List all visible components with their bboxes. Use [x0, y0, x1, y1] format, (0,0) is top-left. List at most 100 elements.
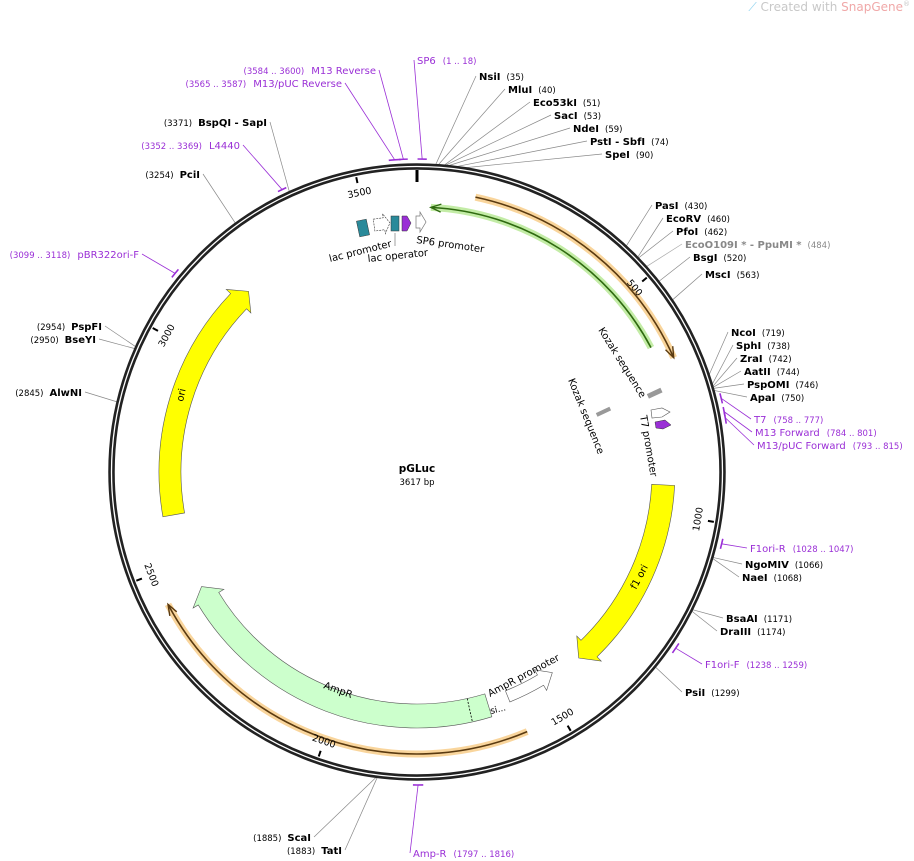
enzyme-position: (430) — [684, 202, 707, 212]
ori-feature[interactable] — [158, 289, 252, 518]
tick-mark — [135, 577, 143, 582]
enzyme-name: EcoO109I * - PpuMI * — [685, 240, 802, 251]
enzyme-site-label[interactable]: (1883)TatI — [287, 846, 342, 857]
primer-label[interactable]: T7(758 .. 777) — [753, 415, 823, 426]
enzyme-leader-line — [448, 127, 571, 166]
ampr-feature[interactable] — [192, 586, 493, 729]
primer-leader-line — [675, 647, 703, 665]
enzyme-site-label[interactable]: (3371)BspQI - SapI — [164, 118, 267, 129]
enzyme-name: Eco53kI — [533, 98, 577, 109]
enzyme-site-label[interactable]: PspOMI(746) — [747, 380, 818, 391]
enzyme-site-label[interactable]: Eco53kI(51) — [533, 98, 600, 109]
enzyme-site-label[interactable]: SpeI(90) — [605, 150, 653, 161]
enzyme-site-label[interactable]: NaeI(1068) — [742, 573, 802, 584]
tick-mark — [707, 519, 715, 523]
kozak-orf-top-arrow[interactable] — [474, 193, 677, 360]
primer-leader-line — [724, 417, 755, 446]
enzyme-site-label[interactable]: NdeI(59) — [573, 124, 622, 135]
enzyme-site-label[interactable]: (2954)PspFI — [37, 322, 102, 333]
enzyme-site-label[interactable]: SphI(738) — [736, 341, 790, 352]
kozak-shape-2[interactable] — [595, 406, 612, 417]
enzyme-name: AatII — [744, 367, 771, 378]
enzyme-site-label[interactable]: SacI(53) — [554, 111, 601, 122]
enzyme-site-label[interactable]: PstI - SbfI(74) — [590, 137, 669, 148]
enzyme-name: BsgI — [693, 253, 717, 264]
enzyme-site-label[interactable]: (1885)ScaI — [253, 833, 311, 844]
t7-promoter-shape[interactable] — [650, 407, 671, 419]
sp6-promoter-shape[interactable] — [415, 210, 427, 234]
enzyme-leader-line — [692, 609, 724, 619]
primer-label[interactable]: Amp-R(1797 .. 1816) — [413, 849, 514, 860]
primer-label[interactable]: (3565 .. 3587)M13/pUC Reverse — [186, 79, 342, 90]
primer-label[interactable]: SP6(1 .. 18) — [417, 56, 476, 67]
primer-binding-mark — [277, 186, 287, 193]
enzyme-site-label[interactable]: NcoI(719) — [731, 328, 785, 339]
primer-leader-line — [721, 543, 748, 549]
enzyme-leader-line — [435, 75, 477, 165]
tick-mark — [566, 725, 572, 732]
enzyme-position: (563) — [737, 271, 760, 281]
enzyme-site-label[interactable]: EcoO109I * - PpuMI *(484) — [685, 240, 830, 251]
lac-promoter-shape[interactable] — [372, 212, 392, 235]
enzyme-site-label[interactable]: ApaI(750) — [750, 393, 804, 404]
tick-label: 3500 — [347, 186, 373, 202]
primer-label[interactable]: M13/pUC Forward(793 .. 815) — [757, 441, 903, 452]
enzyme-name: NsiI — [479, 72, 500, 83]
enzyme-site-label[interactable]: NgoMIV(1066) — [745, 560, 823, 571]
enzyme-name: NgoMIV — [745, 560, 789, 571]
primer-label[interactable]: F1ori-R(1028 .. 1047) — [750, 544, 853, 555]
primer-range: (3584 .. 3600) — [244, 67, 305, 77]
enzyme-site-label[interactable]: MluI(40) — [508, 85, 556, 96]
enzyme-site-label[interactable]: MscI(563) — [705, 270, 759, 281]
ampr-promoter-feature[interactable] — [505, 669, 553, 703]
enzyme-position: (462) — [704, 228, 727, 238]
enzyme-leader-line — [625, 204, 653, 247]
tick-mark — [641, 276, 648, 283]
enzyme-leader-line — [98, 338, 135, 349]
enzyme-site-label[interactable]: EcoRV(460) — [666, 214, 730, 225]
enzyme-name: PstI - SbfI — [590, 137, 645, 148]
enzyme-leader-line — [202, 173, 236, 224]
primer-leader-line — [723, 411, 753, 433]
enzyme-site-label[interactable]: AatII(744) — [744, 367, 800, 378]
plasmid-name: pGLuc — [399, 463, 436, 475]
ampr-orf-arrow[interactable] — [164, 602, 529, 758]
enzyme-site-label[interactable]: DraIII(1174) — [720, 627, 785, 638]
f1-ori-feature[interactable] — [576, 483, 675, 662]
enzyme-leader-line — [344, 777, 378, 851]
t7-primer-shape[interactable] — [654, 419, 672, 430]
enzyme-leader-line — [104, 325, 136, 347]
enzyme-site-label[interactable]: PsiI(1299) — [685, 688, 740, 699]
enzyme-leader-line — [638, 230, 674, 259]
enzyme-site-label[interactable]: (2950)BseYI — [30, 335, 96, 346]
labels: NsiI(35) MluI(40) Eco53kI(51) SacI(53) NdeI(… — [10, 56, 903, 860]
enzyme-name: TatI — [321, 846, 342, 857]
primer-label[interactable]: F1ori-F(1238 .. 1259) — [705, 660, 807, 671]
enzyme-site-label[interactable]: NsiI(35) — [479, 72, 524, 83]
tick-label: 1500 — [550, 707, 576, 729]
enzyme-site-label[interactable]: BsgI(520) — [693, 253, 746, 264]
primer-label[interactable]: (3352 .. 3369)L4440 — [141, 141, 240, 152]
primer-leader-line — [344, 82, 396, 161]
primer-name: M13 Reverse — [311, 66, 376, 77]
enzyme-site-label[interactable]: BsaAI(1171) — [726, 614, 792, 625]
primer-range: (793 .. 815) — [853, 442, 903, 452]
enzyme-site-label[interactable]: PfoI(462) — [676, 227, 727, 238]
m13-rev-shape[interactable] — [401, 215, 412, 232]
lac-operator-shape[interactable] — [390, 215, 400, 232]
primer-label[interactable]: M13 Forward(784 .. 801) — [755, 428, 877, 439]
enzyme-position: (719) — [762, 329, 785, 339]
enzyme-site-label[interactable]: (2845)AlwNI — [15, 388, 82, 399]
cap-binding-site-shape[interactable] — [356, 218, 370, 238]
primer-label[interactable]: (3099 .. 3118)pBR322ori-F — [10, 250, 140, 261]
enzyme-site-label[interactable]: (3254)PciI — [145, 170, 200, 181]
enzyme-site-label[interactable]: ZraI(742) — [740, 354, 792, 365]
primer-range: (3099 .. 3118) — [10, 251, 71, 261]
primer-range: (784 .. 801) — [827, 429, 877, 439]
enzyme-site-label[interactable]: PasI(430) — [655, 201, 707, 212]
enzyme-position: (3254) — [145, 171, 173, 181]
kozak-shape-1[interactable] — [646, 387, 663, 399]
sp6-transcript-arrow[interactable] — [428, 203, 655, 350]
tick-label: 2500 — [141, 562, 160, 589]
primer-label[interactable]: (3584 .. 3600) M13 Reverse — [244, 66, 376, 77]
